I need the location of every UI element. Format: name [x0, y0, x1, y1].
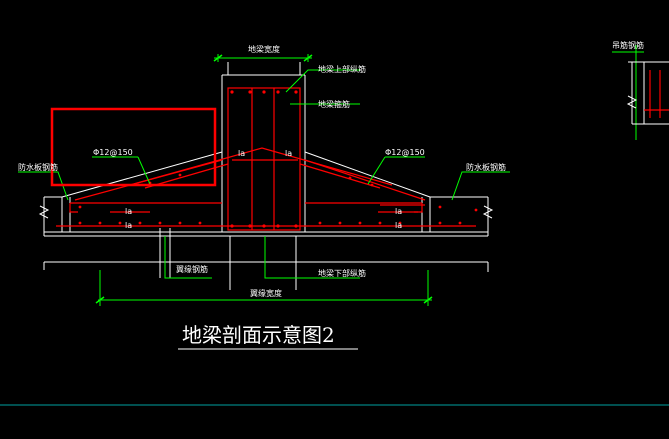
dimension-ticks — [95, 54, 433, 304]
waterproof-left-label: 防水板钢筋 — [18, 162, 58, 172]
top-width-label: 地梁宽度 — [248, 44, 280, 54]
lower-rebar-label: 地梁下部纵筋 — [318, 268, 366, 278]
waterproof-right-label: 防水板钢筋 — [466, 162, 506, 172]
stirrup — [227, 87, 301, 231]
rebar-dots — [78, 90, 478, 228]
drawing-title: 地梁剖面示意图2 — [182, 323, 335, 347]
stirrup-label: 地梁箍筋 — [318, 99, 350, 109]
anchor-la-left-upper: la — [125, 207, 132, 216]
right-rebar-label: Φ12@150 — [385, 148, 425, 157]
rebar-group — [56, 87, 476, 231]
side-detail-rebar — [644, 70, 669, 118]
anchor-la-right-lower: la — [395, 221, 402, 230]
concrete-outline — [38, 62, 494, 290]
left-rebar-label: Φ12@150 — [93, 148, 133, 157]
anchor-la-right-upper: la — [395, 207, 402, 216]
bottom-width-label: 翼缘宽度 — [250, 288, 282, 298]
anchor-la-left-lower: la — [125, 221, 132, 230]
anchor-la-center-left: la — [238, 149, 245, 158]
upper-rebar-label: 地梁上部纵筋 — [318, 64, 366, 74]
dimension-lines — [18, 45, 644, 306]
anchor-la-center-right: la — [285, 149, 292, 158]
mat-rebar-label: 翼缘钢筋 — [176, 264, 208, 274]
side-detail-outline — [626, 61, 669, 125]
side-detail-label: 吊筋钢筋 — [612, 40, 644, 50]
highlight-box — [50, 107, 217, 187]
